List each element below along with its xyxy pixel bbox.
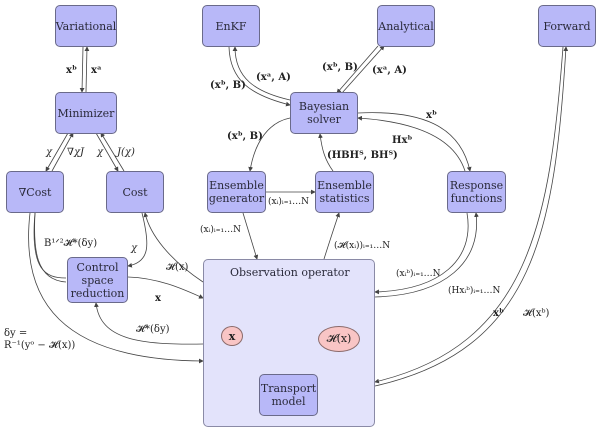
node-response-functions: Response functions xyxy=(447,171,506,213)
edge-bayes-enkf xyxy=(232,46,291,101)
label-gradcost-to-min: ∇χJ xyxy=(67,147,85,158)
node-bayesian-solver: Bayesian solver xyxy=(290,92,358,134)
edge-resp-obs xyxy=(374,212,469,295)
edge-resp-bayes xyxy=(357,115,466,172)
label-bayes-to-analytical: (xᵇ, B) xyxy=(322,62,358,73)
edge-min-cost xyxy=(95,132,119,172)
label-ensgen-to-obs: (xᵢ)ᵢ₌₁…N xyxy=(200,225,241,235)
node-analytical: Analytical xyxy=(377,5,435,47)
edge-min-var xyxy=(84,46,90,93)
node-control-space-reduction: Control space reduction xyxy=(67,257,128,303)
label-min-to-gradcost: χ xyxy=(46,147,53,158)
label-bayes-to-enkf: (xᵃ, A) xyxy=(256,72,291,83)
node-enkf: EnKF xyxy=(202,5,260,47)
edge-analytical-bayes xyxy=(341,45,385,94)
edge-obs-cost xyxy=(143,212,204,283)
edge-gradcost-obs xyxy=(28,212,204,364)
edge-bayes-ensgen xyxy=(248,117,291,172)
edge-obs-resp xyxy=(374,212,479,298)
label-analytical-to-bayes: (xᵃ, A) xyxy=(372,65,407,76)
edge-cost-min xyxy=(100,132,125,172)
observation-operator-title: Observation operator xyxy=(230,266,350,279)
label-obs-to-forward: 𝓗(xᵇ) xyxy=(523,308,550,319)
edge-csr-obs xyxy=(127,276,204,299)
node-x: x xyxy=(221,326,243,346)
edge-obs-ensstat xyxy=(323,212,341,260)
edge-var-min xyxy=(79,46,85,93)
label-resp-to-obs: (xᵢᵇ)ᵢ₌₁…N xyxy=(396,269,441,279)
edge-obs-csr xyxy=(94,302,204,345)
edge-forward-obs xyxy=(374,46,564,384)
label-delta-y-line1: δy = xyxy=(4,328,28,339)
edge-csr-cost xyxy=(127,212,148,268)
label-ensstat-to-bayes: (HBHᵀ, BHᵀ) xyxy=(327,150,398,161)
label-cost-to-min: J(χ) xyxy=(117,147,135,158)
edge-enkf-bayes xyxy=(228,46,291,107)
node-hx: 𝓗(x) xyxy=(318,326,360,352)
edge-ensgen-obs xyxy=(242,212,259,260)
label-bayes-to-ensgen: (xᵇ, B) xyxy=(227,131,263,142)
label-min-to-cost: χ xyxy=(97,147,104,158)
label-csr-to-cost: χ xyxy=(131,243,138,254)
label-obs-to-resp: (Hxᵢᵇ)ᵢ₌₁…N xyxy=(448,286,501,296)
node-transport-model: Transport model xyxy=(259,374,318,416)
node-cost: Cost xyxy=(106,171,164,213)
edge-bayes-resp xyxy=(357,112,472,172)
label-ensgen-to-ensstat: (xᵢ)ᵢ₌₁…N xyxy=(268,197,309,207)
edge-gradcost-csr xyxy=(33,212,67,279)
node-minimizer: Minimizer xyxy=(55,92,117,134)
label-gradcost-to-csr: B¹ᐟ²𝓗*(δy) xyxy=(44,238,98,249)
label-bayes-to-resp: xᵇ xyxy=(426,110,437,121)
label-forward-to-obs: xᵇ xyxy=(493,308,504,319)
label-obs-to-ensstat: (𝓗(xᵢ))ᵢ₌₁…N xyxy=(334,241,391,251)
node-grad-cost: ∇Cost xyxy=(6,171,64,213)
label-csr-to-obs: x xyxy=(155,293,161,304)
label-min-to-var: xᵃ xyxy=(91,65,102,76)
edge-csr-gradcost xyxy=(34,212,67,283)
edge-bayes-analytical xyxy=(336,45,379,94)
edge-min-gradcost xyxy=(45,132,69,172)
label-obs-to-cost: 𝓗(x) xyxy=(166,262,189,273)
label-delta-y-line2: R⁻¹(yᵒ − 𝓗(x)) xyxy=(4,340,76,351)
label-enkf-to-bayes: (xᵇ, B) xyxy=(210,80,246,91)
edge-ensstat-bayes xyxy=(318,133,334,172)
node-variational: Variational xyxy=(55,5,117,47)
node-ensemble-statistics: Ensemble statistics xyxy=(315,171,374,213)
node-forward: Forward xyxy=(538,5,596,47)
label-obs-to-csr: 𝓗*(δy) xyxy=(136,324,170,335)
label-var-to-min: xᵇ xyxy=(66,65,77,76)
edge-obs-forward xyxy=(374,46,569,387)
node-ensemble-generator: Ensemble generator xyxy=(207,171,266,213)
edge-gradcost-min xyxy=(51,132,74,172)
label-resp-to-bayes: Hxᵇ xyxy=(392,135,413,146)
